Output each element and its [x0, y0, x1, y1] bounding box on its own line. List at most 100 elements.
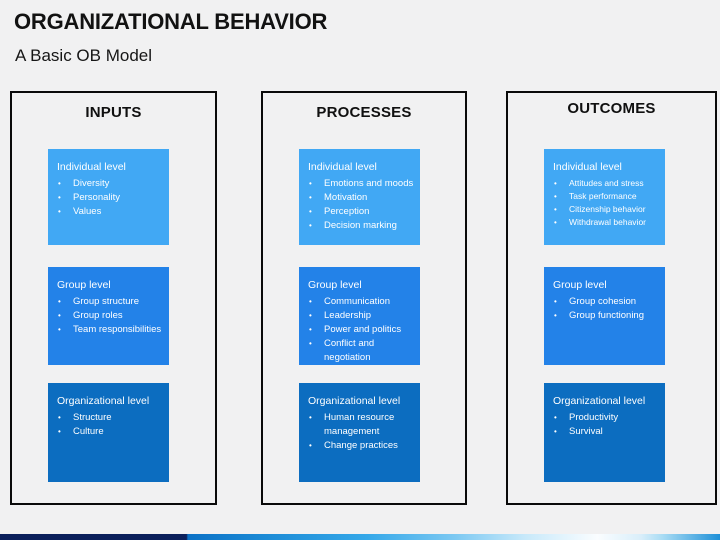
bullet-item: •Group structure	[57, 295, 163, 309]
bullet-icon: •	[309, 193, 312, 202]
bullet-list: • Emotions and moods • Motivation • Perceptio…	[308, 177, 414, 233]
level-box-title: Individual level	[308, 161, 377, 173]
outcomes-column-header: OUTCOMES	[567, 100, 656, 117]
bullet-item: • Human resource management	[308, 411, 414, 439]
bullet-item: • Structure	[57, 411, 163, 425]
bullet-text: Task performance	[569, 191, 637, 201]
bullet-item: • Task performance	[553, 190, 659, 203]
level-box-title: Organizational level	[57, 395, 150, 407]
bullet-item: •Personality	[57, 191, 163, 205]
bullet-icon: •	[58, 427, 61, 436]
bullet-item: •Survival	[553, 425, 659, 439]
bullet-icon: •	[309, 207, 312, 216]
bullet-item: • Citizenship behavior	[553, 203, 659, 216]
bullet-text: Group functioning	[569, 310, 644, 321]
bullet-item: •Communication	[308, 295, 414, 309]
level-box-title: Organizational level	[308, 395, 401, 407]
bullet-text: Group roles	[73, 310, 123, 321]
bullet-text: Attitudes and stress	[569, 178, 644, 188]
bullet-icon: •	[554, 427, 557, 436]
level-box-individual: Individual level • Attitudes and stress • Ta…	[544, 149, 665, 245]
bullet-item: • Group roles	[57, 309, 163, 323]
bullet-icon: •	[58, 179, 61, 188]
bullet-item: • Emotions and moods	[308, 177, 414, 191]
bullet-item: • Productivity	[553, 411, 659, 425]
page-title: ORGANIZATIONAL BEHAVIOR	[14, 9, 328, 34]
bullet-icon: •	[309, 297, 312, 306]
bullet-item: • Leadership	[308, 309, 414, 323]
bullet-icon: •	[309, 441, 312, 450]
bullet-icon: •	[309, 339, 312, 348]
processes-column-header: PROCESSES	[316, 104, 412, 121]
bullet-icon: •	[58, 311, 61, 320]
bullet-icon: •	[309, 325, 312, 334]
bullet-item: • Conflict and negotiation	[308, 337, 414, 365]
bullet-icon: •	[58, 413, 61, 422]
bullet-text: Perception	[324, 206, 370, 217]
bullet-item: • Culture	[57, 425, 163, 439]
bullet-icon: •	[58, 207, 61, 216]
bullet-icon: •	[554, 218, 557, 227]
bullet-icon: •	[309, 311, 312, 320]
level-box-group: Group level • Group cohesion • Group functio…	[544, 267, 665, 365]
bullet-text: Values	[73, 206, 102, 217]
bullet-text: Diversity	[73, 178, 110, 189]
bullet-text: Decision marking	[324, 220, 397, 231]
level-box-title: Group level	[308, 279, 362, 291]
bullet-list: • Diversity •Personality • Values	[57, 177, 163, 219]
level-box-organizational: Organizational level • Structure • Culture	[48, 383, 169, 482]
bullet-item: • Group functioning	[553, 309, 659, 323]
bullet-icon: •	[554, 205, 557, 214]
bullet-text: Productivity	[569, 412, 619, 423]
bullet-text: Motivation	[324, 192, 368, 203]
bullet-text: Leadership	[324, 310, 372, 321]
level-box-title: Organizational level	[553, 395, 646, 407]
bullet-item: • Values	[57, 205, 163, 219]
bullet-item: • Attitudes and stress	[553, 177, 659, 190]
bullet-text: Power and politics	[324, 324, 402, 335]
bullet-list: • Group cohesion • Group functioning	[553, 295, 659, 323]
level-box-organizational: Organizational level • Human resource mana…	[299, 383, 420, 482]
bullet-item: • Decision marking	[308, 219, 414, 233]
level-box-title: Individual level	[553, 161, 622, 173]
bullet-text: Culture	[73, 426, 104, 437]
processes-column: PROCESSES Individual level • Emotions and …	[261, 91, 467, 505]
bullet-item: • Perception	[308, 205, 414, 219]
level-box-group: Group level•Communication•Leadership•Pow…	[299, 267, 420, 365]
processes-column-boxes: Individual level • Emotions and moods • Moti…	[263, 93, 465, 503]
level-box-title: Group level	[553, 279, 607, 291]
bullet-list: • Attitudes and stress • Task performance • C…	[553, 177, 659, 229]
level-box-individual: Individual level•Diversity•Personality•V…	[48, 149, 169, 245]
footer-gradient-bar	[0, 534, 720, 540]
inputs-column-boxes: Individual level•Diversity•Personality•V…	[12, 93, 215, 503]
inputs-column-header: INPUTS	[85, 104, 142, 121]
bullet-text: Group cohesion	[569, 296, 637, 307]
bullet-icon: •	[554, 413, 557, 422]
bullet-item: • Withdrawal behavior	[553, 216, 659, 229]
page-subtitle: A Basic OB Model	[15, 46, 153, 65]
bullet-item: •Team responsibilities	[57, 323, 163, 337]
level-box-group: Group level•Group structure•Group roles•…	[48, 267, 169, 365]
bullet-item: • Motivation	[308, 191, 414, 205]
bullet-icon: •	[309, 221, 312, 230]
outcomes-column-boxes: Individual level • Attitudes and stress • Ta…	[508, 93, 715, 503]
level-box-individual: Individual level • Emotions and moods • Moti…	[299, 149, 420, 245]
bullet-icon: •	[309, 413, 312, 422]
bullet-text: Emotions and moods	[324, 178, 414, 189]
bullet-text: Withdrawal behavior	[569, 217, 647, 227]
level-box-title: Group level	[57, 279, 111, 291]
bullet-text: Conflict and negotiation	[324, 338, 375, 363]
bullet-icon: •	[554, 192, 557, 201]
bullet-icon: •	[554, 179, 557, 188]
bullet-text: Structure	[73, 412, 112, 423]
bullet-item: • Group cohesion	[553, 295, 659, 309]
bullet-text: Citizenship behavior	[569, 204, 646, 214]
bullet-item: • Diversity	[57, 177, 163, 191]
bullet-list: •Communication•Leadership•Power and poli…	[308, 295, 414, 365]
bullet-list: •Group structure • Group roles •Team respon…	[57, 295, 163, 337]
bullet-icon: •	[309, 179, 312, 188]
bullet-icon: •	[554, 297, 557, 306]
bullet-icon: •	[554, 311, 557, 320]
bullet-icon: •	[58, 325, 61, 334]
bullet-text: Human resource management	[324, 412, 395, 437]
